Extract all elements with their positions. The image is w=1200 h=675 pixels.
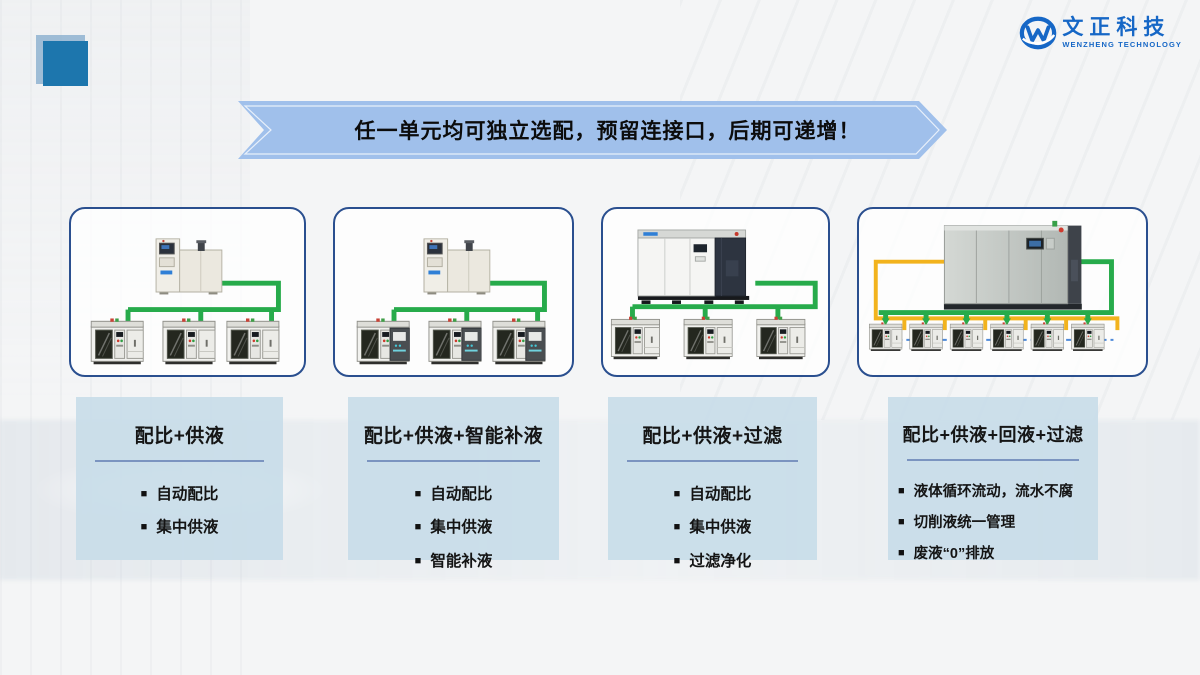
cnc-machine-smart-refill-icon — [429, 318, 482, 364]
logo-name-cn: 文正科技 — [1062, 16, 1171, 40]
pipe-green — [878, 259, 1114, 320]
diagram-panel-1 — [69, 207, 306, 377]
diagram-3 — [610, 229, 818, 360]
card-bullet: 集中供液 — [674, 511, 751, 544]
cnc-machine-icon — [162, 318, 216, 365]
option-card-2: 配比+供液+智能补液 自动配比 集中供液 智能补液 — [348, 397, 559, 570]
card-bullet-list: 自动配比 集中供液 智能补液 — [415, 478, 492, 578]
banner-title: 任一单元均可独立选配，预留连接口，后期可递增！ — [354, 120, 861, 143]
filter-cabinet-icon — [943, 220, 1082, 311]
card-bullet-list: 液体循环流动，流水不腐 切削液统一管理 废液“0”排放 — [898, 477, 1094, 571]
cnc-machine-icon — [909, 322, 943, 352]
cnc-machine-icon — [683, 316, 733, 360]
pipe-green-arrowheads — [881, 318, 1092, 326]
card-title: 配比+供液+回液+过滤 — [902, 425, 1084, 445]
card-title: 配比+供液+智能补液 — [363, 426, 544, 447]
option-card-1: 配比+供液 自动配比 集中供液 — [76, 397, 283, 560]
cnc-machine-icon — [990, 322, 1024, 352]
card-bullet: 自动配比 — [415, 478, 492, 511]
supply-tank-icon — [155, 238, 223, 295]
card-bullet: 自动配比 — [674, 478, 751, 511]
diagram-panel-4 — [857, 207, 1148, 377]
diagram-2 — [335, 238, 547, 375]
card-divider — [906, 459, 1080, 461]
card-bullet-list: 自动配比 集中供液 过滤净化 — [674, 478, 751, 578]
card-bullet: 废液“0”排放 — [898, 539, 1094, 570]
cnc-machine-icon — [226, 318, 280, 365]
supply-tank-icon — [423, 238, 491, 295]
cnc-machine-smart-refill-icon — [357, 318, 410, 364]
card-divider — [626, 460, 799, 462]
diagram-4 — [868, 220, 1120, 352]
cnc-machine-icon — [90, 318, 144, 365]
cnc-machine-icon — [1030, 322, 1065, 352]
company-logo: 文正科技 WENZHENG TECHNOLOGY — [1019, 14, 1182, 52]
card-bullet: 自动配比 — [141, 478, 218, 511]
cnc-machine-icon — [1071, 322, 1105, 352]
diagram-panel-3 — [601, 207, 830, 377]
pipe-yellow — [873, 259, 1120, 331]
card-bullet: 智能补液 — [415, 545, 492, 578]
card-title: 配比+供液 — [134, 426, 225, 447]
cnc-machine-icon — [610, 316, 660, 360]
cnc-machine-smart-refill-icon — [493, 318, 546, 364]
cnc-machine-icon — [949, 322, 984, 352]
pipe-green — [630, 280, 818, 321]
logo-name-en: WENZHENG TECHNOLOGY — [1062, 40, 1182, 50]
option-card-4: 配比+供液+回液+过滤 液体循环流动，流水不腐 切削液统一管理 废液“0”排放 — [888, 397, 1098, 562]
diagram-1 — [90, 238, 281, 365]
card-bullet: 集中供液 — [141, 511, 218, 544]
decor-square-front — [43, 41, 88, 86]
cnc-machine-icon — [756, 316, 806, 360]
option-card-3: 配比+供液+过滤 自动配比 集中供液 过滤净化 — [608, 397, 817, 570]
title-banner: 任一单元均可独立选配，预留连接口，后期可递增！ — [238, 101, 947, 159]
card-divider — [366, 460, 540, 462]
filter-unit-icon — [637, 229, 750, 305]
cnc-machine-icon — [868, 322, 903, 352]
card-bullet: 切削液统一管理 — [898, 508, 1094, 539]
card-title: 配比+供液+过滤 — [642, 426, 783, 447]
logo-w-icon — [1020, 16, 1057, 50]
diagram-panel-2 — [333, 207, 574, 377]
card-bullet: 集中供液 — [415, 511, 492, 544]
card-bullet-list: 自动配比 集中供液 — [141, 478, 218, 545]
card-bullet: 过滤净化 — [674, 545, 751, 578]
card-bullet: 液体循环流动，流水不腐 — [898, 477, 1094, 508]
card-divider — [94, 460, 265, 462]
